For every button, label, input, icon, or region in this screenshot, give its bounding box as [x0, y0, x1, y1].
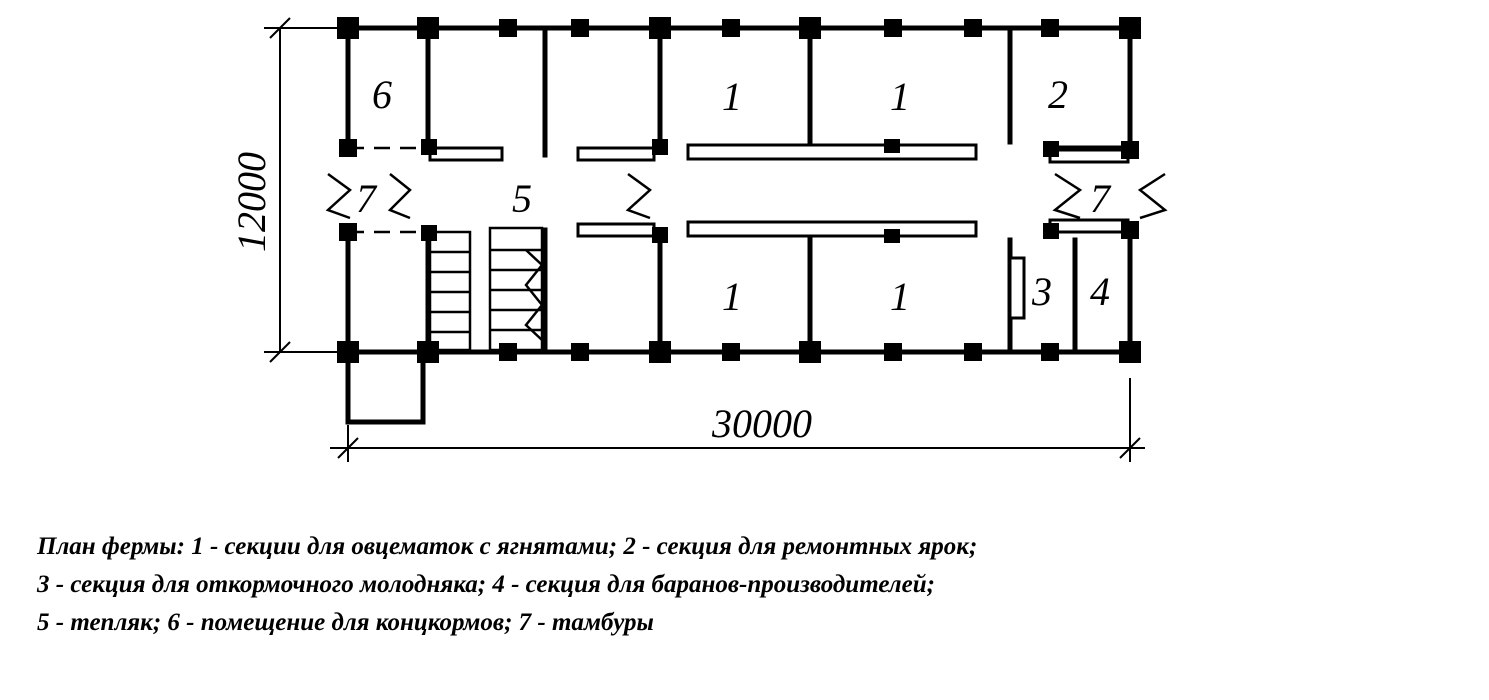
figure-caption: План фермы: 1 - секции для овцематок с я… — [37, 528, 1457, 642]
caption-line-2: 3 - секция для откормочного молодняка; 4… — [37, 571, 935, 598]
room-label-1d: 1 — [890, 274, 910, 319]
room-label-7a: 7 — [356, 176, 378, 221]
room-label-1b: 1 — [890, 74, 910, 119]
room-label-2: 2 — [1048, 72, 1068, 117]
room-label-5: 5 — [512, 176, 532, 221]
stairs — [428, 226, 544, 352]
farm-floor-plan: 6 1 1 2 7 5 7 1 1 3 4 12000 30000 — [229, 17, 1168, 462]
columns — [337, 17, 1141, 363]
room-label-1c: 1 — [722, 274, 742, 319]
room-labels: 6 1 1 2 7 5 7 1 1 3 4 — [356, 72, 1112, 319]
caption-line-3: 5 - тепляк; 6 - помещение для концкормов… — [37, 609, 654, 636]
caption-line-1: План фермы: 1 - секции для овцематок с я… — [37, 533, 978, 560]
feeding-troughs — [428, 143, 1130, 320]
room-label-3: 3 — [1031, 269, 1052, 314]
room-label-6: 6 — [372, 72, 392, 117]
room-label-7b: 7 — [1090, 176, 1112, 221]
width-dimension: 30000 — [330, 378, 1145, 462]
room-label-4: 4 — [1090, 269, 1110, 314]
annex — [345, 349, 426, 425]
height-dimension-label: 12000 — [229, 152, 274, 252]
height-dimension: 12000 — [229, 17, 345, 363]
width-dimension-label: 30000 — [711, 401, 812, 446]
room-label-1a: 1 — [722, 74, 742, 119]
vestibule-doors — [325, 172, 1168, 220]
